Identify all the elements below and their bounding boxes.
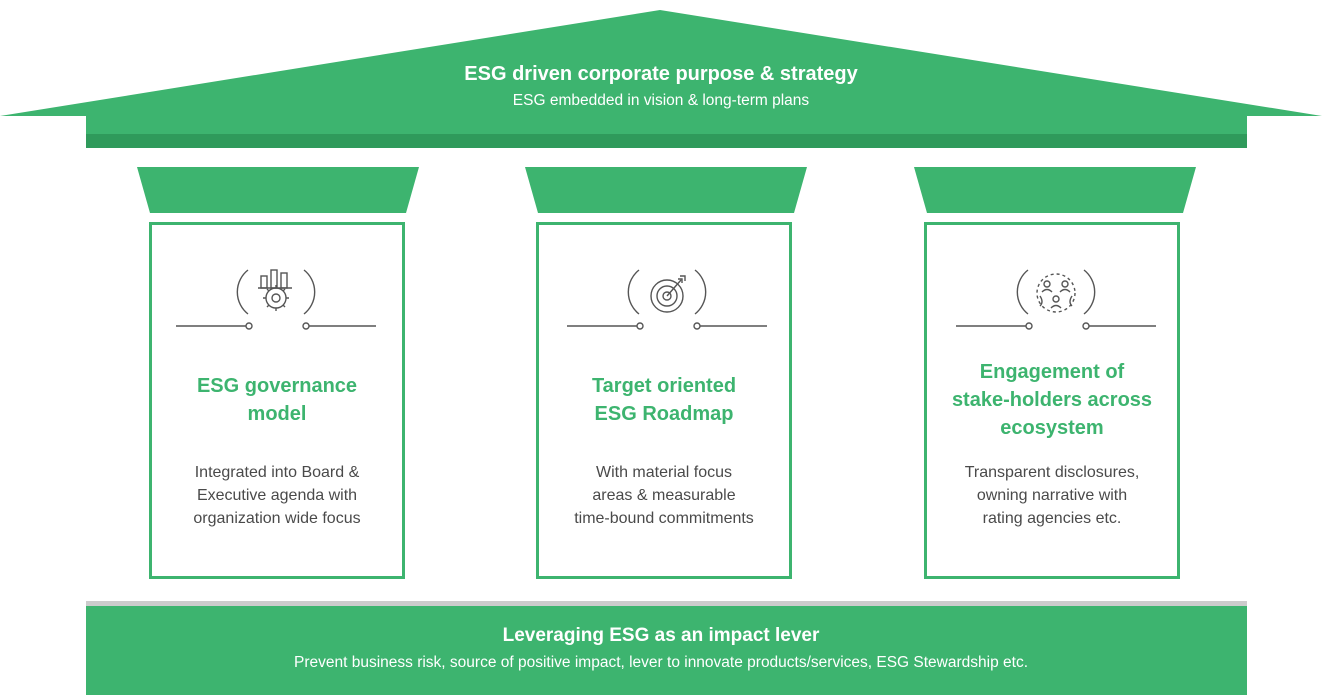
pillar-engagement: Engagement of stake-holders across ecosy… (924, 222, 1180, 579)
pillar-title-line: stake-holders across (951, 389, 1153, 411)
governance-chart-gear-icon (176, 269, 376, 330)
roof-beam (86, 114, 1247, 134)
base-block (86, 606, 1247, 695)
pillar-capital-3 (914, 167, 1196, 213)
pillar-title: Target oriented ESG Roadmap (539, 372, 789, 428)
pillar-description-line: time-bound commitments (574, 510, 754, 527)
pillar-description-line: Integrated into Board & (194, 464, 360, 481)
stakeholders-network-icon (956, 269, 1156, 330)
base-title: Leveraging ESG as an impact lever (502, 625, 820, 646)
roof-beam-shadow (86, 134, 1247, 148)
pillar-title-line: model (247, 403, 307, 425)
pillar-description-line: With material focus (595, 464, 733, 481)
pillar-capital-1 (137, 167, 419, 213)
pillar-capital-2 (525, 167, 807, 213)
pillar-title: Engagement of stake-holders across ecosy… (927, 358, 1177, 442)
base-top-band (86, 601, 1247, 606)
pillar-title: ESG governance model (152, 372, 402, 428)
pillar-description-line: rating agencies etc. (982, 510, 1122, 527)
pillar-description-line: Transparent disclosures, (964, 464, 1140, 481)
pillar-description: Transparent disclosures, owning narrativ… (927, 461, 1177, 530)
pillar-roadmap: Target oriented ESG Roadmap With materia… (536, 222, 792, 579)
pillar-description-line: organization wide focus (193, 510, 361, 527)
pillar-title-line: ESG governance (196, 375, 358, 397)
target-arrow-icon (567, 269, 767, 330)
pillar-title-line: ESG Roadmap (594, 403, 734, 425)
pillar-description-line: areas & measurable (592, 487, 736, 504)
pillar-description-line: owning narrative with (976, 487, 1128, 504)
base-subtitle: Prevent business risk, source of positiv… (294, 654, 1028, 671)
roof-shape (0, 10, 1322, 116)
pillar-governance: ESG governance model Integrated into Boa… (149, 222, 405, 579)
pillar-description: With material focus areas & measurable t… (539, 461, 789, 530)
roof-subtitle: ESG embedded in vision & long-term plans (512, 92, 810, 109)
pillar-title-line: Target oriented (591, 375, 737, 397)
roof-title: ESG driven corporate purpose & strategy (464, 63, 858, 85)
pillar-title-line: ecosystem (1000, 417, 1104, 439)
pillar-title-line: Engagement of (979, 361, 1125, 383)
pillar-description: Integrated into Board & Executive agenda… (152, 461, 402, 530)
pillar-description-line: Executive agenda with (196, 487, 358, 504)
